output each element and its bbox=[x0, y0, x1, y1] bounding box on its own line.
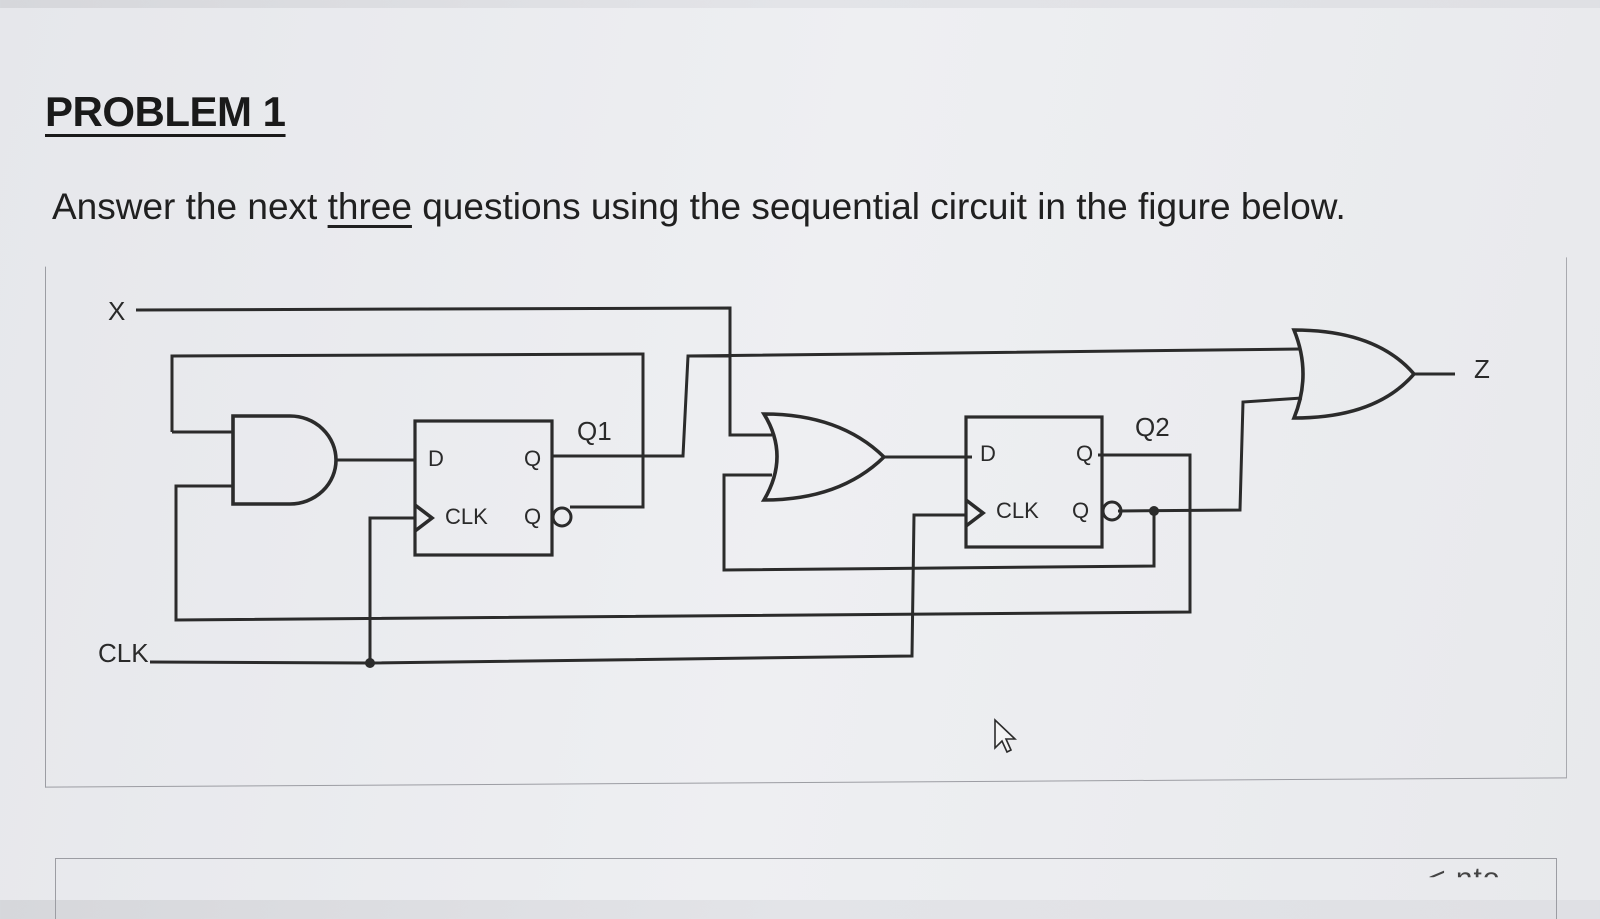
flip-flop-2 bbox=[964, 415, 1104, 549]
and-gate-output bbox=[1291, 328, 1417, 420]
output-z-label: Z bbox=[1474, 354, 1490, 384]
junction-dot bbox=[365, 658, 375, 668]
input-clk-label: CLK bbox=[98, 638, 149, 668]
problem-instructions: Answer the next three questions using th… bbox=[52, 186, 1346, 228]
wire-or-bottom bbox=[722, 473, 1156, 572]
ff2-q-pin: Q bbox=[1076, 441, 1093, 466]
ff2-d-pin: D bbox=[980, 441, 996, 466]
or-gate bbox=[760, 412, 887, 502]
input-x-label: X bbox=[108, 296, 125, 326]
wire-x bbox=[135, 306, 772, 437]
wire-clk bbox=[149, 513, 966, 665]
instruction-text-end: questions using the sequential circuit i… bbox=[411, 186, 1346, 227]
instruction-text-start: Answer the next bbox=[52, 186, 328, 227]
ff2-qbar-pin: Q bbox=[1072, 498, 1089, 523]
inversion-bubble bbox=[1101, 500, 1123, 522]
wire-q1 bbox=[551, 347, 1301, 458]
q1-label: Q1 bbox=[577, 416, 612, 446]
flip-flop-1 bbox=[413, 419, 554, 557]
mouse-cursor-icon bbox=[994, 718, 1018, 754]
wire-q2-loop bbox=[174, 453, 1192, 622]
ff1-d-pin: D bbox=[428, 446, 444, 471]
ff1-qbar-pin: Q bbox=[524, 504, 541, 529]
circuit-diagram: X CLK Z Q1 D Q CLK Q Q2 D Q CLK Q bbox=[98, 296, 1490, 754]
wire-clk-ff1 bbox=[368, 516, 415, 663]
inversion-bubble bbox=[551, 506, 573, 528]
ff1-q-pin: Q bbox=[524, 446, 541, 471]
ff1-clk-pin: CLK bbox=[445, 504, 488, 529]
answer-box[interactable] bbox=[55, 858, 1557, 919]
wire-q2not bbox=[1117, 396, 1303, 513]
junction-dot bbox=[1149, 506, 1159, 516]
next-button-fragment[interactable]: < nto bbox=[1428, 862, 1501, 877]
problem-title: PROBLEM 1 bbox=[45, 88, 286, 135]
ff2-clk-pin: CLK bbox=[996, 498, 1039, 523]
wire-and1-feedback bbox=[170, 352, 645, 509]
and-gate-1 bbox=[231, 414, 338, 506]
instruction-emphasis: three bbox=[327, 186, 412, 227]
content-panel bbox=[0, 8, 1600, 900]
q2-label: Q2 bbox=[1135, 412, 1170, 442]
